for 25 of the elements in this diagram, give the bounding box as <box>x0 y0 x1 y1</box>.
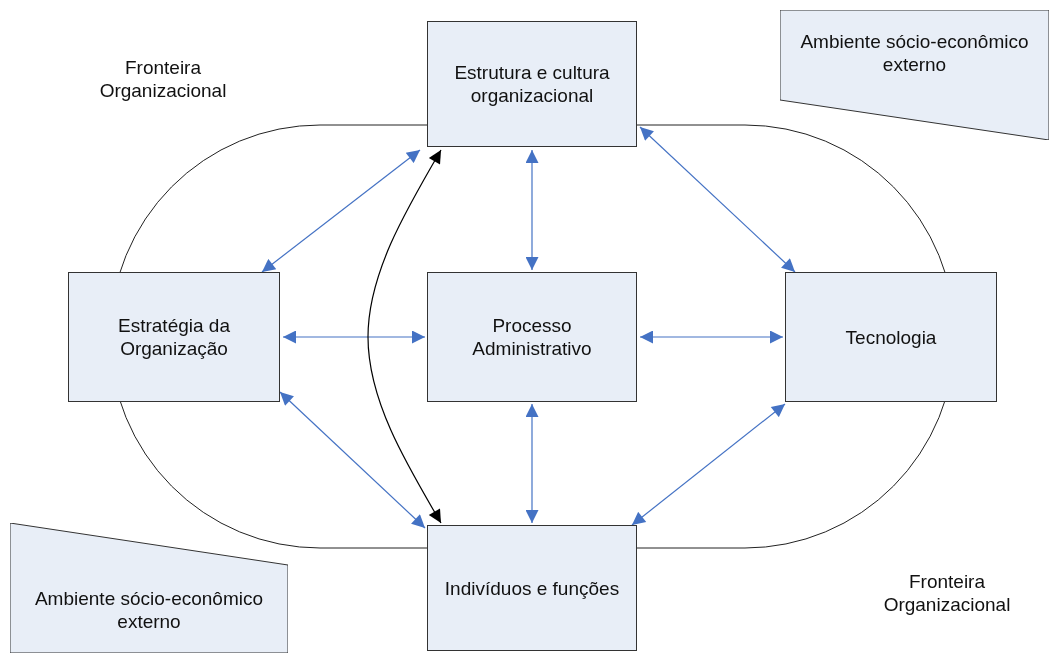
process-box <box>785 272 997 402</box>
arrow <box>525 149 539 271</box>
arrow <box>279 391 426 529</box>
node-label: Processo Administrativo <box>471 314 593 360</box>
process-box <box>427 525 637 651</box>
boundary-label: Fronteira Organizacional <box>98 56 228 102</box>
process-box <box>427 21 637 147</box>
arrow <box>525 403 539 524</box>
trapezoid-shape <box>10 523 288 653</box>
arrow <box>639 126 796 273</box>
node-label: Tecnologia <box>845 325 937 349</box>
trapezoid-shape <box>780 10 1049 140</box>
process-box <box>68 272 280 402</box>
node-label: Estratégia da Organização <box>117 314 231 360</box>
arrow <box>631 403 786 526</box>
node-label: Ambiente sócio-econômico externo <box>33 587 265 633</box>
arrow <box>261 149 421 273</box>
node-label: Estrutura e cultura organizacional <box>453 61 611 107</box>
node-label: Indivíduos e funções <box>444 576 620 600</box>
arrow <box>282 330 426 344</box>
process-box <box>427 272 637 402</box>
node-label: Ambiente sócio-econômico externo <box>799 30 1030 76</box>
boundary-label: Fronteira Organizacional <box>882 570 1012 616</box>
arrow <box>367 149 442 524</box>
arrow <box>639 330 784 344</box>
